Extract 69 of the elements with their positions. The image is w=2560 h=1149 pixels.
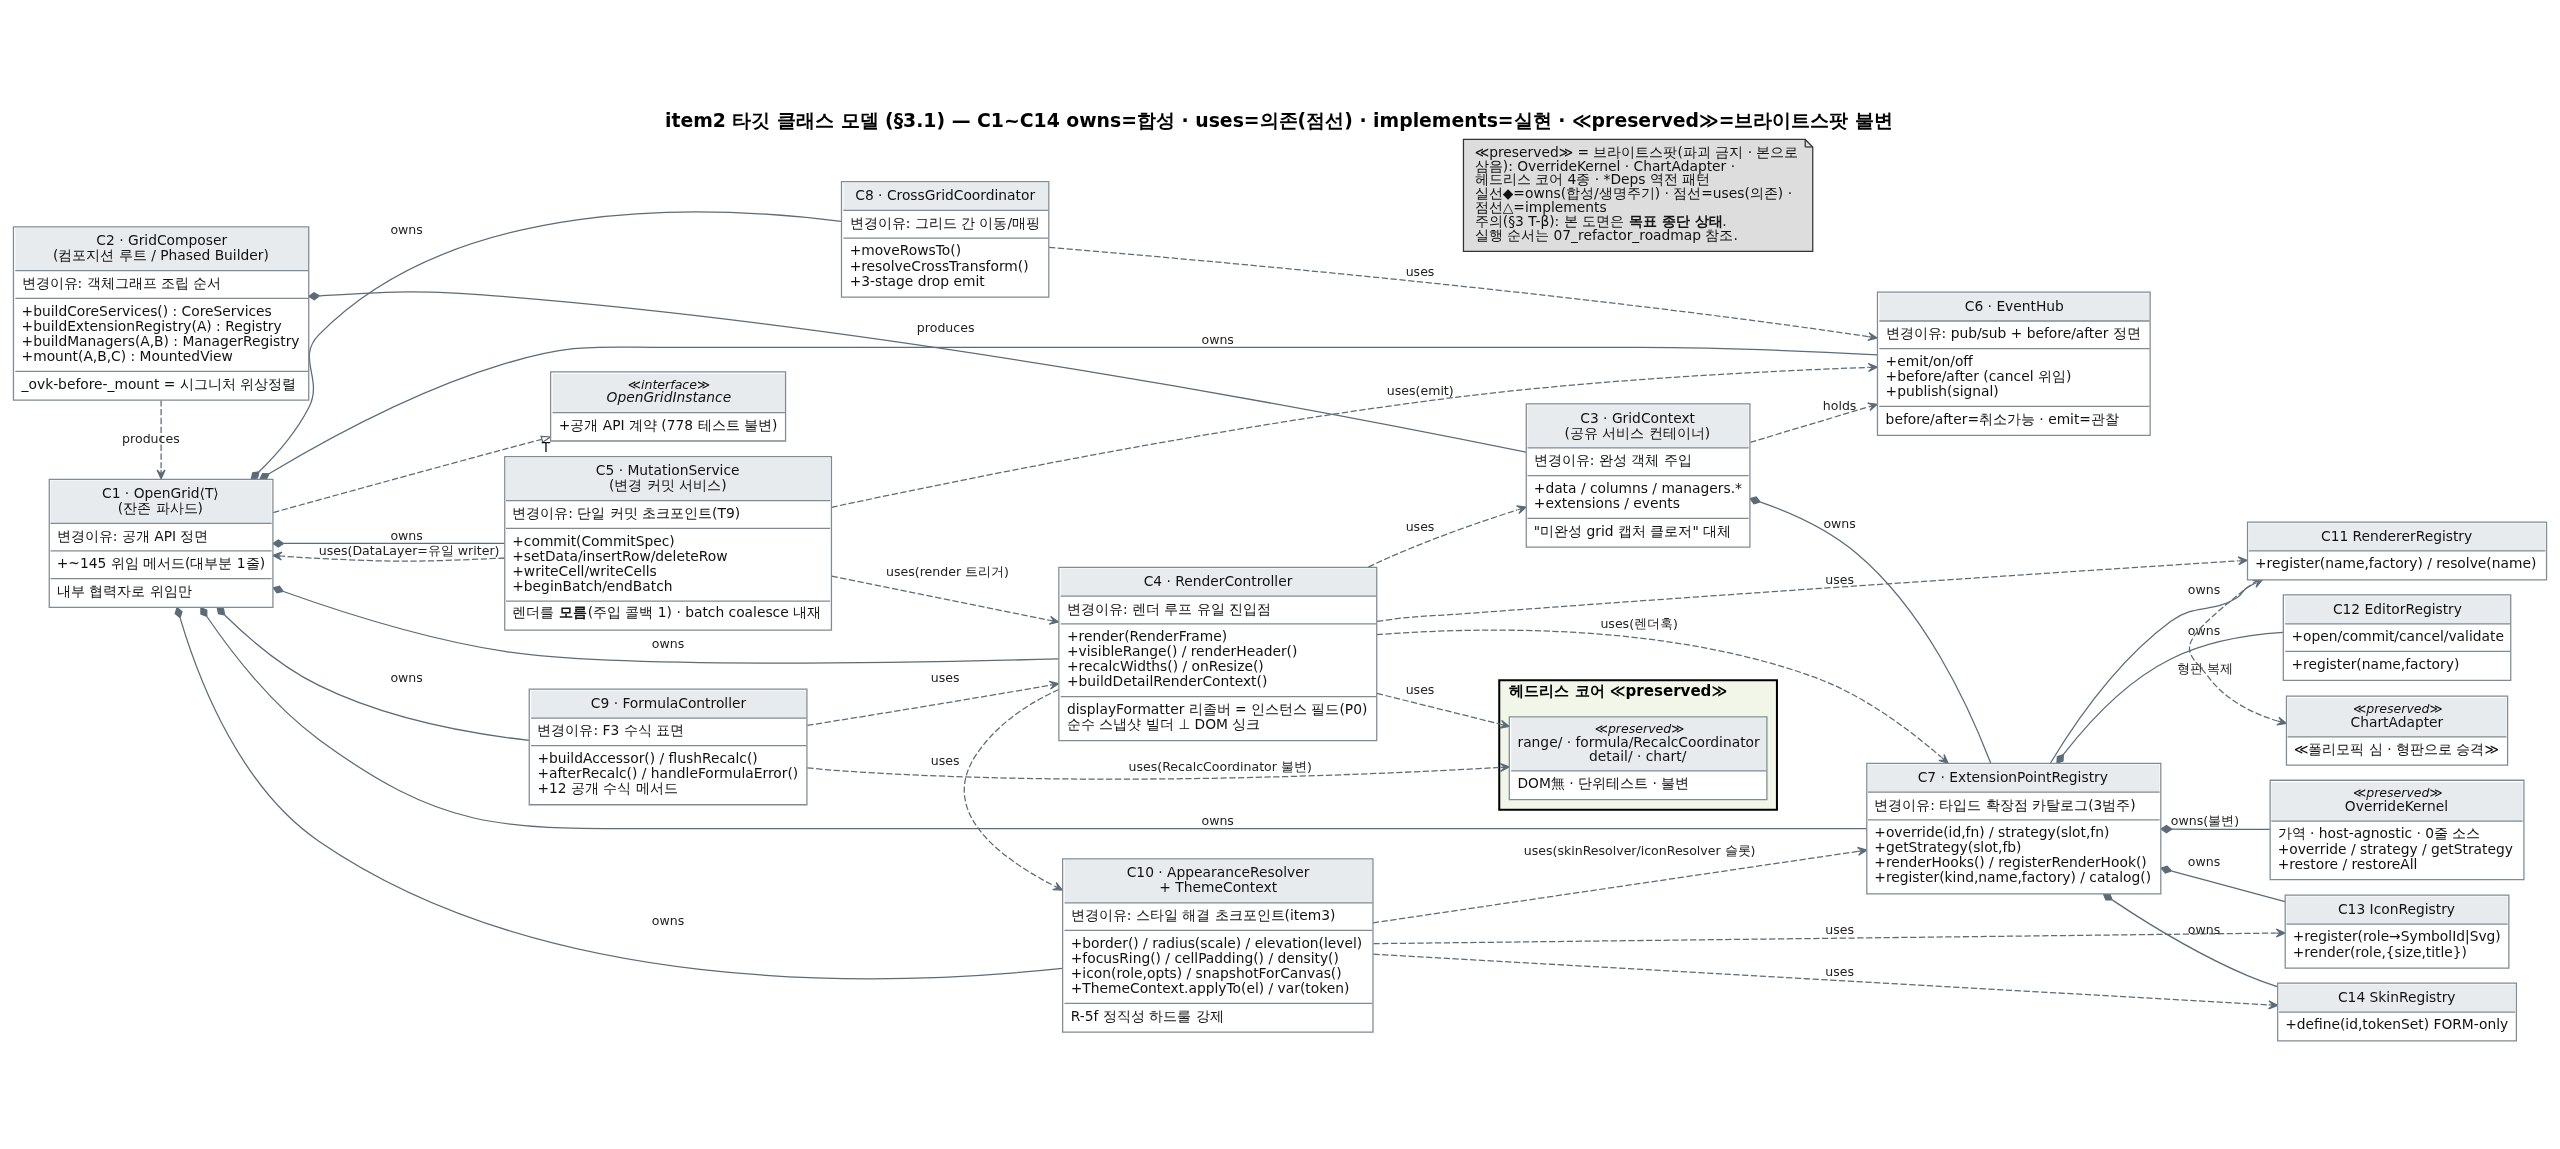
arrow: [1372, 846, 1868, 924]
edge-label: uses: [1405, 682, 1435, 698]
edge-label: owns(불변): [2170, 812, 2240, 828]
edge-label: 형판 복제: [2177, 661, 2234, 677]
edge-label: owns: [2187, 854, 2221, 870]
edge-label: owns: [2187, 623, 2221, 639]
connector: [2160, 824, 2271, 834]
node-text: ≪interface≫ OpenGridInstance +공개 API 계약 (778 테스트 불변): [558, 376, 778, 434]
node-text: C1 · OpenGrid⟨T⟩ (잔존 파사드) 변경이유: 공개 API 정면 +~145 위임 메서드(대부분 1줄) 내부 협력자로 위임만: [56, 484, 266, 599]
node-text: C3 · GridContext (공유 서비스 컨테이너) 변경이유: 완성 객체 주입 +data / columns / managers.* +extensions / events "미완성 grid 캡처 클로저" 대체: [1533, 409, 1742, 539]
edge-label: produces: [916, 320, 975, 336]
node-text: C6 · EventHub 변경이유: pub/sub + before/after 정면 +emit/on/off +before/after (cancel 위임) +publish(signal) before/after=취소가능 · emit=관찰: [1885, 297, 2141, 427]
edge-label: uses(렌더훅): [1600, 615, 1678, 631]
arrow: [963, 688, 1063, 891]
connector: [272, 585, 1060, 664]
edge-label: uses: [1825, 963, 1855, 979]
connector: [174, 606, 1063, 980]
edge-label: uses: [1405, 263, 1435, 279]
edge-label: owns: [1823, 516, 1856, 532]
node-label: T: [541, 439, 551, 456]
connector: [271, 539, 506, 548]
edge-label: uses(DataLayer=유일 writer): [318, 542, 500, 558]
edge-label: uses(RecalcCoordinator 불변): [1128, 758, 1312, 774]
edge-label: holds: [1822, 398, 1857, 414]
edge-label: owns: [390, 527, 423, 543]
arrow: [1367, 505, 1527, 568]
node-text: C2 · GridComposer (컴포지션 루트 / Phased Builder) 변경이유: 객체그래프 조립 순서 +buildCoreServices() : CoreServices +buildExtensionRegistry(A) : Registry +buildManagers(A,B) : ManagerRegistry +mount(A,B,C) : MountedView _ovk-before-_mount = 시그니처 위상정렬: [21, 232, 300, 392]
connector: [2160, 865, 2286, 903]
edge-label: uses: [930, 669, 960, 685]
arrow: [1372, 953, 2279, 1010]
arrow: [1749, 402, 1878, 443]
node-text: C4 · RenderController 변경이유: 렌더 루프 유일 진입점 +render(RenderFrame) +visibleRange() / renderHeader() +recalcWidths() / onResize() +buildDetailRenderContext() displayFormatter 리졸버 = 인스턴스 필드(P0) 순수 스냅샷 빌더 ⊥ DOM 싱크: [1067, 572, 1368, 733]
edge-label: owns: [390, 669, 423, 685]
edge-label: owns: [651, 913, 685, 929]
arrow: [1376, 692, 1510, 729]
edge-label: uses: [1825, 922, 1855, 938]
edge-label: uses: [930, 753, 960, 769]
edge-label: uses: [1405, 518, 1435, 534]
node-text: C7 · ExtensionPointRegistry 변경이유: 타입드 확장점 카탈로그(3범주) +override(id,fn) / strategy(slot,fn) +getStrategy(slot,fb) +renderHooks() / registerRenderHook() +register(kind,name,factory) / catalog(): [1874, 768, 2152, 886]
edge-label: owns: [651, 635, 685, 651]
arrow: [1376, 629, 1949, 764]
arrow: [272, 435, 553, 514]
diagram-title: item2 타깃 클래스 모델 (§3.1) — C1~C14 owns=합성 · uses=의존(점선) · implements=실현 · ≪preserved≫=브라이트스팟 불변: [664, 109, 1893, 131]
arrow: [156, 399, 166, 480]
edge-label: produces: [122, 430, 180, 446]
connector: [2056, 631, 2284, 764]
edge-label: owns: [390, 222, 423, 238]
connector: [216, 606, 530, 741]
arrow: [1376, 556, 2248, 623]
edge-label: owns: [2187, 581, 2221, 597]
edge-label: uses(emit): [1386, 383, 1454, 399]
connector: [1749, 496, 1992, 764]
edge-label: uses(render 트리거): [886, 564, 1010, 580]
arrow: [272, 551, 506, 562]
edge-label: uses: [1825, 571, 1855, 587]
node-text: C13 IconRegistry +register(role→SymbolId|Svg) +render(role,{size,title}): [2292, 900, 2501, 960]
edge-label: owns: [2187, 922, 2221, 938]
edge-label: owns: [1201, 331, 1234, 347]
connector: [200, 606, 1868, 830]
arrow: [831, 575, 1060, 625]
arrow: [1372, 928, 2286, 945]
edge-label: owns: [1201, 812, 1234, 828]
edge-label: uses(skinResolver/iconResolver 슬롯): [1523, 843, 1756, 859]
arrow: [806, 762, 1510, 780]
arrow: [806, 680, 1060, 726]
arrow: [1048, 246, 1878, 342]
arrow: [830, 362, 1878, 508]
node-text: C11 RendererRegistry +register(name,factory) / resolve(name): [2255, 527, 2537, 572]
connector: [307, 291, 1527, 453]
